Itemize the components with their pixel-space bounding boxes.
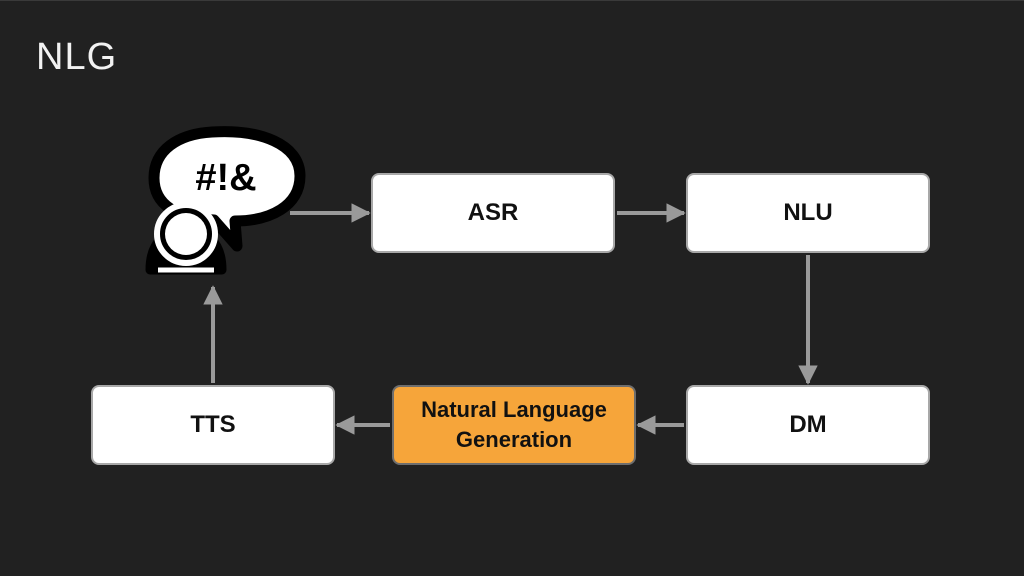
person-icon	[145, 202, 227, 275]
nlu-node: NLU	[686, 173, 930, 253]
asr-label: ASR	[467, 199, 519, 226]
speaking-person-icon: #!&	[145, 126, 306, 275]
dm-node: DM	[686, 385, 930, 465]
asr-node: ASR	[371, 173, 615, 253]
slide-title: NLG	[36, 36, 118, 78]
nlu-label: NLU	[783, 199, 833, 226]
dm-label: DM	[789, 411, 827, 438]
speech-bubble-icon	[148, 126, 306, 252]
nlg-label: Natural Language Generation	[421, 397, 607, 452]
tts-label: TTS	[190, 411, 236, 438]
nlg-node: Natural Language Generation	[392, 385, 636, 465]
tts-node: TTS	[91, 385, 335, 465]
speech-bubble-text: #!&	[195, 157, 256, 199]
